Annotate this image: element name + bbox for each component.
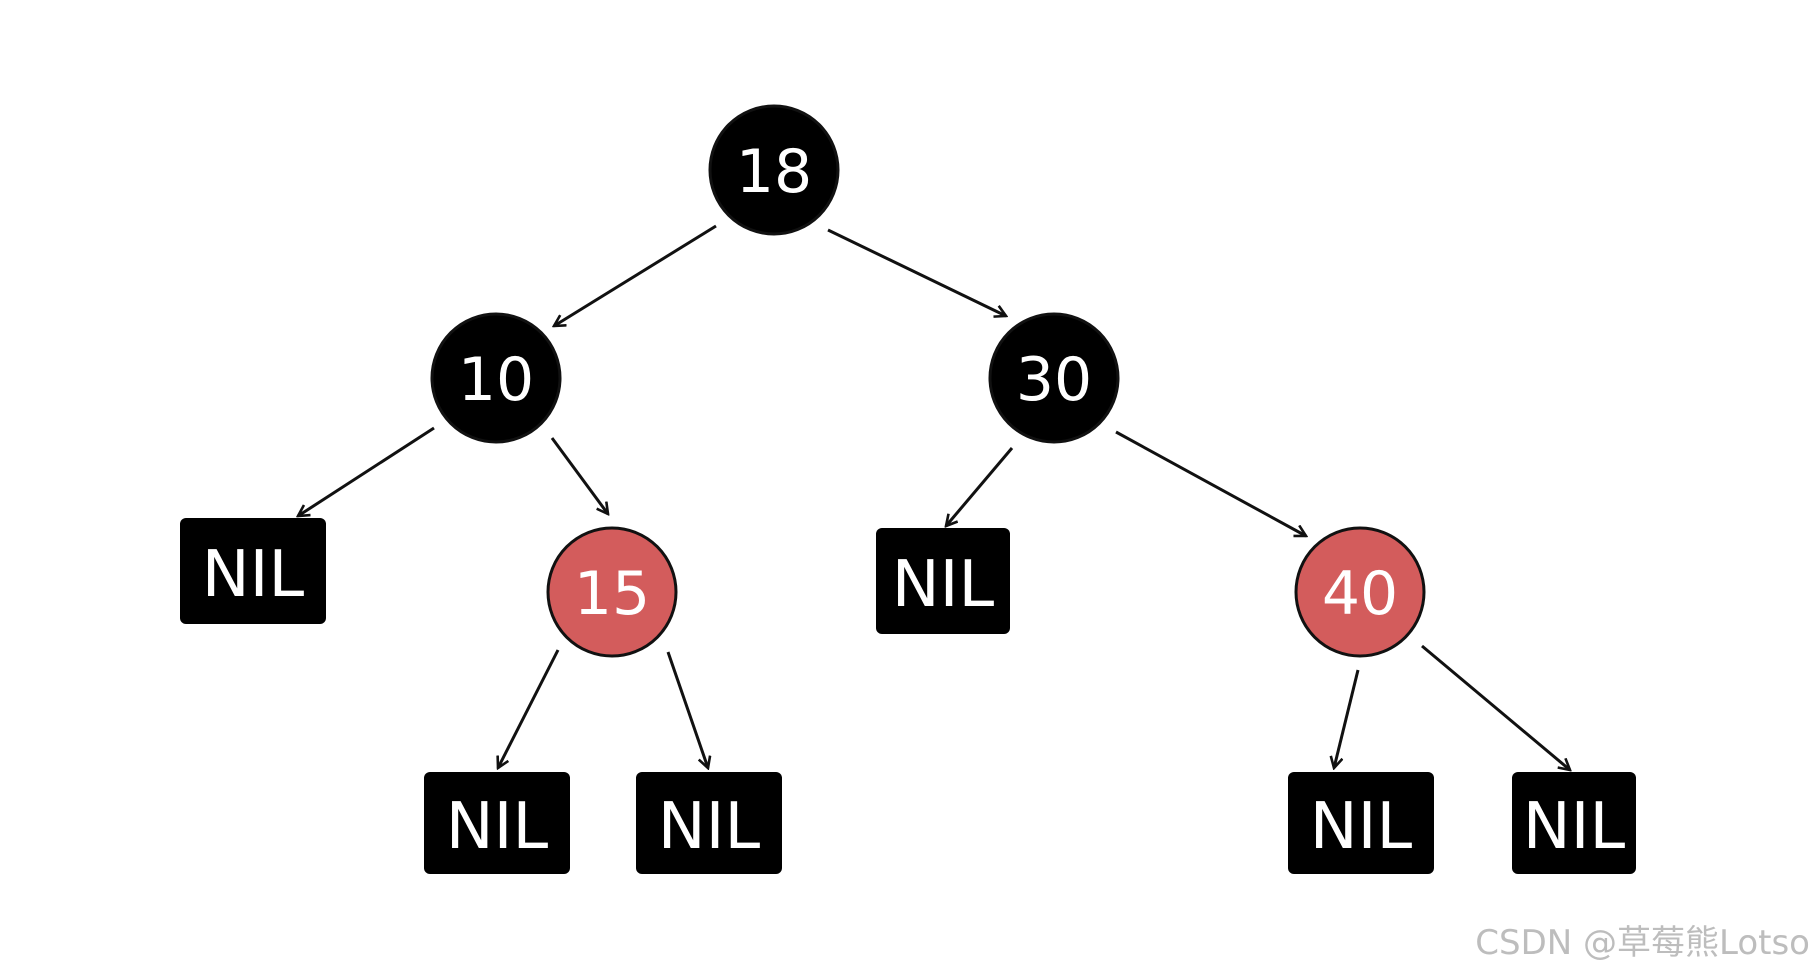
edge-n10-to-nil-10-left bbox=[298, 426, 435, 516]
nil-leaf-30-left: NIL bbox=[876, 528, 1010, 634]
edge-n18-to-n10 bbox=[554, 224, 717, 326]
edge-n30-to-nil-30-left bbox=[946, 447, 1014, 526]
tree-node-10: 10 bbox=[430, 312, 562, 444]
nil-label: NIL bbox=[446, 790, 549, 864]
nil-leaf-15-left: NIL bbox=[424, 772, 570, 874]
nil-box bbox=[1512, 772, 1636, 874]
watermark: CSDN @草莓熊Lotso bbox=[1475, 923, 1810, 963]
nil-leaf-40-left: NIL bbox=[1288, 772, 1434, 874]
nil-box bbox=[876, 528, 1010, 634]
nil-label: NIL bbox=[202, 538, 305, 612]
nil-box bbox=[424, 772, 570, 874]
edge-n30-to-n40 bbox=[1115, 430, 1306, 538]
tree-node-30: 30 bbox=[988, 312, 1120, 444]
black-node-circle bbox=[988, 312, 1120, 444]
nil-label: NIL bbox=[1310, 790, 1413, 864]
edge-n18-to-n30 bbox=[827, 228, 1006, 316]
node-label: 18 bbox=[736, 137, 812, 207]
nil-box bbox=[180, 518, 326, 624]
tree-node-15: 15 bbox=[546, 526, 678, 658]
nil-label: NIL bbox=[1523, 790, 1626, 864]
red-node-circle bbox=[1294, 526, 1426, 658]
nil-leaf-15-right: NIL bbox=[636, 772, 782, 874]
node-label: 40 bbox=[1322, 559, 1398, 629]
node-label: 10 bbox=[458, 345, 534, 415]
nil-box bbox=[1288, 772, 1434, 874]
edge-n40-to-nil-40-right bbox=[1421, 644, 1570, 770]
nil-label: NIL bbox=[658, 790, 761, 864]
nil-leaf-40-right: NIL bbox=[1512, 772, 1636, 874]
node-label: 15 bbox=[574, 559, 650, 629]
edge-n15-to-nil-15-left bbox=[498, 649, 560, 768]
node-label: 30 bbox=[1016, 345, 1092, 415]
nil-leaf-10-left: NIL bbox=[180, 518, 326, 624]
nil-box bbox=[636, 772, 782, 874]
nil-label: NIL bbox=[892, 548, 995, 622]
tree-node-18: 18 bbox=[708, 104, 840, 236]
black-node-circle bbox=[708, 104, 840, 236]
tree-node-40: 40 bbox=[1294, 526, 1426, 658]
red-node-circle bbox=[546, 526, 678, 658]
edge-n15-to-nil-15-right bbox=[666, 651, 708, 768]
black-node-circle bbox=[430, 312, 562, 444]
edge-n10-to-n15 bbox=[550, 437, 608, 514]
edge-n40-to-nil-40-left bbox=[1334, 669, 1360, 768]
